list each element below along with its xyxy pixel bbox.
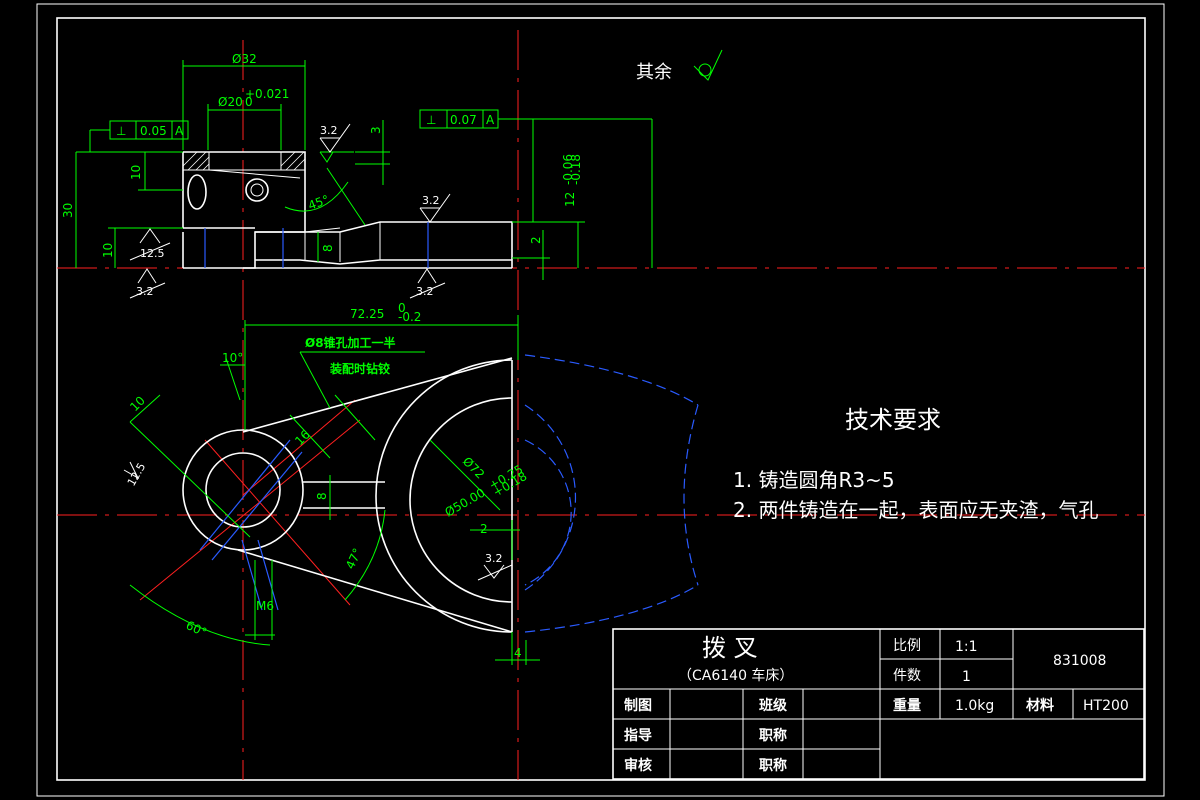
roughness-r2: 3.2 [422,194,440,207]
dim-h10b: 10 [129,165,143,180]
front-view [129,315,699,665]
dim-r10: 10 [127,393,148,414]
dim-ang45: 45° [306,192,331,212]
dim-m6: M6 [256,599,274,613]
material-label: 材料 [1026,697,1054,714]
front-view-labels: 72.25 0 -0.2 10 10° 16 Ø72 Ø50.00 +0.25 … [127,301,529,660]
roughness-r3: 12.5 [140,247,165,260]
surface-finish-label: 其余 [636,62,672,83]
title-label-1: 职称 [759,727,787,744]
dim-h30: 30 [61,203,75,218]
dim-d20-tol: +0.021 [245,87,289,101]
qty-value: 1 [962,669,971,685]
dim-w4: 4 [514,646,522,660]
weight-label: 重量 [893,697,921,714]
scale-value: 1:1 [955,639,978,655]
dim-ang47: 47° [343,546,365,571]
tech-req-item-2: 2. 两件铸造在一起，表面应无夹渣，气孔 [733,498,1098,522]
centerlines [57,30,1145,780]
title-block: 拨 叉 （CA6140 车床） 比例 1:1 件数 1 重量 1.0kg 材料 … [612,628,1145,780]
drawing-number: 831008 [1053,653,1106,669]
dim-h12-tol2: -0.18 [569,154,583,185]
dim-d72: Ø72 [460,454,487,481]
surface-finish-note: 其余 [636,49,723,83]
tech-req-item-1: 1. 铸造圆角R3~5 [733,468,895,492]
callout-line1: Ø8锥孔加工一半 [305,335,396,350]
outer-border [36,3,1165,797]
dim-h12-tol: -0.06 [561,154,575,185]
roughness-r4: 3.2 [136,285,154,298]
dim-h10a: 10 [101,243,115,258]
dim-len72-tol: 0 [398,301,406,315]
dim-r16: 16 [292,427,313,448]
roughness-r5: 3.2 [416,285,434,298]
tol2-datum: A [486,113,495,127]
dim-h12: 12 [563,192,577,207]
dim-d20-tol2: 0 [245,95,253,109]
machine-name: （CA6140 车床） [678,667,793,684]
guide-label: 指导 [624,727,652,744]
dim-ang10: 10° [222,351,243,365]
tech-req-title: 技术要求 [845,406,941,434]
dim-h3: 3 [369,126,383,134]
dim-h2: 2 [529,236,543,244]
dim-ang60: 60° [184,618,209,640]
dim-d50: Ø50.00 [443,486,488,520]
dim-len72: 72.25 [350,307,384,321]
dim-h8: 8 [321,244,335,252]
tol1-datum: A [175,124,184,138]
callout-line2: 装配时钻铰 [329,361,390,376]
roughness-r6: 12.5 [125,461,149,489]
inner-border [56,17,1146,781]
review-label: 审核 [624,757,652,774]
scale-label: 比例 [893,638,921,654]
dim-d32: Ø32 [232,52,257,66]
qty-label: 件数 [893,668,921,684]
material-value: HT200 [1083,698,1129,714]
technical-requirements: 技术要求 1. 铸造圆角R3~5 2. 两件铸造在一起，表面应无夹渣，气孔 [733,406,1098,522]
tol1-symbol: ⊥ [116,124,126,138]
weight-value: 1.0kg [955,698,994,714]
dim-d20: Ø20 [218,95,243,109]
part-name: 拨 叉 [702,634,758,662]
tol1-value: 0.05 [140,124,167,138]
tolerance-frame-2: ⊥ 0.07 A [419,109,499,129]
tol2-value: 0.07 [450,113,477,127]
dim-w8: 8 [315,492,329,500]
roughness-r1: 3.2 [320,124,338,137]
drawn-label: 制图 [624,697,652,714]
dim-len72-tol2: -0.2 [398,310,421,324]
tolerance-frame-1: ⊥ 0.05 A [89,120,189,152]
top-view [75,60,653,280]
dim-w2: 2 [480,522,488,536]
title-label-2: 职称 [759,757,787,774]
class-label: 班级 [759,697,788,714]
top-view-labels: Ø32 Ø20 +0.021 0 30 10 10 3 45° 8 2 12 -… [61,52,583,258]
tol2-symbol: ⊥ [426,113,436,127]
roughness-r7: 3.2 [485,552,503,565]
